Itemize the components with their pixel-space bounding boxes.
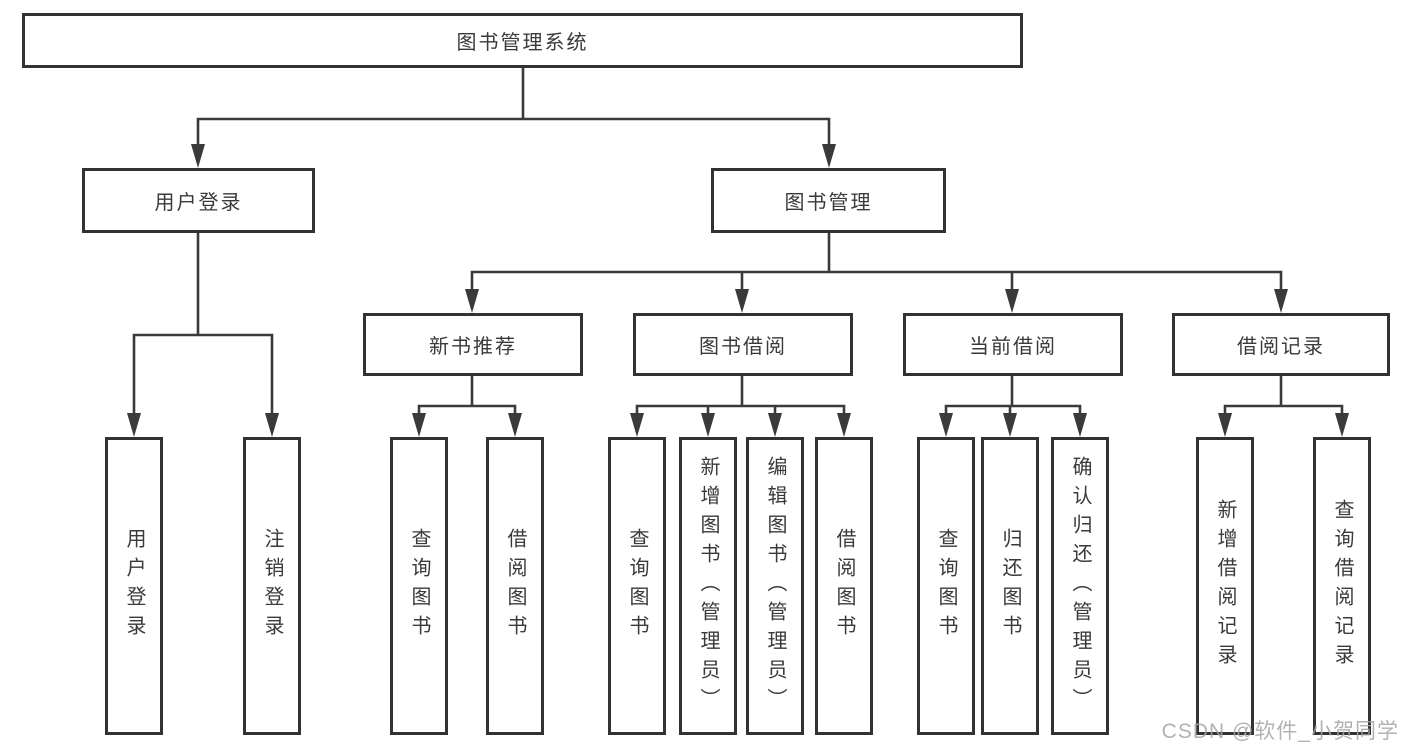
connector-root-split (196, 66, 831, 150)
node-label: 归还图书 (999, 528, 1021, 644)
arrowhead (1274, 289, 1288, 313)
arrowhead (837, 413, 851, 437)
node-label: 新书推荐 (429, 336, 517, 358)
node-borrowing-records: 借阅记录 (1172, 313, 1390, 376)
node-leaf-user-login: 用户登录 (105, 437, 163, 735)
node-label: 确认归还（管理员） (1069, 455, 1091, 717)
node-leaf-return-books: 归还图书 (981, 437, 1039, 735)
arrowhead (265, 413, 279, 437)
node-label: 用户登录 (154, 192, 243, 214)
connector-new-book-rec-split (417, 374, 517, 419)
node-label: 查询图书 (626, 528, 648, 644)
node-label: 借阅记录 (1237, 336, 1325, 358)
node-label: 用户登录 (123, 528, 145, 644)
node-leaf-add-books-admin: 新增图书（管理员） (679, 437, 737, 735)
arrowhead (735, 289, 749, 313)
node-leaf-edit-books-admin: 编辑图书（管理员） (746, 437, 804, 735)
connector-book-mgmt-split (470, 231, 1283, 295)
node-label: 新增借阅记录 (1214, 499, 1236, 673)
connector-borrow-records-split (1223, 374, 1344, 419)
node-label: 图书借阅 (699, 336, 787, 358)
arrowhead (127, 413, 141, 437)
connector-current-borrow-split (944, 374, 1082, 419)
arrowhead (1073, 413, 1087, 437)
node-label: 图书管理 (784, 192, 873, 214)
node-leaf-borrow-books: 借阅图书 (815, 437, 873, 735)
connector-book-borrow-split (635, 374, 846, 419)
arrowhead (939, 413, 953, 437)
node-new-book-recommendation: 新书推荐 (363, 313, 583, 376)
arrowhead (701, 413, 715, 437)
node-book-borrowing: 图书借阅 (633, 313, 853, 376)
arrowhead (412, 413, 426, 437)
node-leaf-query-books-rec: 查询图书 (390, 437, 448, 735)
node-label: 查询图书 (935, 528, 957, 644)
node-current-borrowing: 当前借阅 (903, 313, 1123, 376)
node-label: 注销登录 (261, 528, 283, 644)
node-leaf-add-borrow-record: 新增借阅记录 (1196, 437, 1254, 735)
node-user-login: 用户登录 (82, 168, 315, 233)
arrowhead (465, 289, 479, 313)
arrowhead (1005, 289, 1019, 313)
node-leaf-query-books-borrow: 查询图书 (608, 437, 666, 735)
arrowhead (191, 144, 205, 168)
arrowhead (1218, 413, 1232, 437)
node-book-management: 图书管理 (711, 168, 946, 233)
connector-user-login-split (132, 231, 274, 419)
arrowhead (1335, 413, 1349, 437)
csdn-watermark: CSDN @软件_小贺同学 (1161, 720, 1399, 743)
node-label: 编辑图书（管理员） (764, 455, 786, 717)
node-leaf-query-borrow-record: 查询借阅记录 (1313, 437, 1371, 735)
arrowhead (630, 413, 644, 437)
node-label: 借阅图书 (504, 528, 526, 644)
node-leaf-confirm-return-admin: 确认归还（管理员） (1051, 437, 1109, 735)
node-label: 当前借阅 (969, 336, 1057, 358)
arrowhead (768, 413, 782, 437)
node-label: 新增图书（管理员） (697, 455, 719, 717)
arrowhead (508, 413, 522, 437)
node-leaf-logout: 注销登录 (243, 437, 301, 735)
arrowhead (1003, 413, 1017, 437)
arrowhead (822, 144, 836, 168)
node-leaf-borrow-books-rec: 借阅图书 (486, 437, 544, 735)
node-label: 图书管理系统 (456, 32, 589, 54)
node-label: 查询图书 (408, 528, 430, 644)
node-label: 查询借阅记录 (1331, 499, 1353, 673)
node-label: 借阅图书 (833, 528, 855, 644)
node-library-management-system: 图书管理系统 (22, 13, 1023, 68)
node-leaf-query-books-current: 查询图书 (917, 437, 975, 735)
